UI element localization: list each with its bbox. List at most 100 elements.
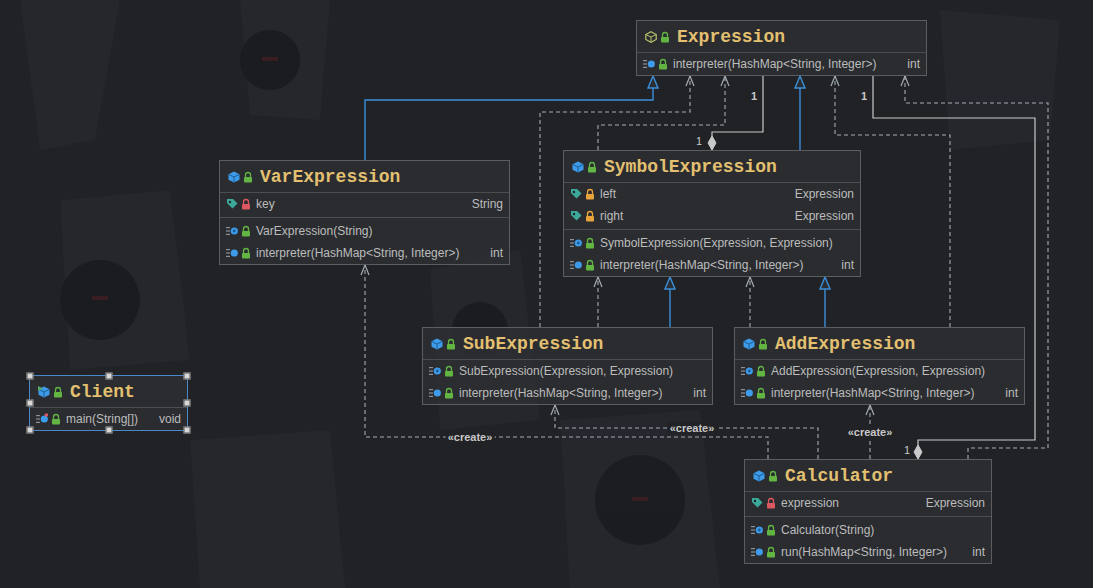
s-icon xyxy=(36,413,48,425)
class-box: Client main(String[]) void xyxy=(29,375,188,431)
section-divider xyxy=(220,217,509,218)
selection-handle xyxy=(105,373,112,380)
method-signature: interpreter(HashMap<String, Integer>) xyxy=(598,258,815,272)
class-name: SymbolExpression xyxy=(604,157,777,177)
section-divider xyxy=(745,516,991,517)
member-type: Expression xyxy=(795,187,854,201)
member-type: String xyxy=(472,197,503,211)
lock-icon xyxy=(659,31,671,43)
stereotype-label: «create» xyxy=(846,426,895,439)
c-icon xyxy=(226,225,238,237)
lock-icon xyxy=(52,386,64,398)
class-header: AddExpression xyxy=(735,328,1024,360)
lock-icon xyxy=(50,413,62,425)
f-icon xyxy=(751,497,763,509)
member-row: SubExpression(Expression, Expression) xyxy=(423,360,712,382)
method-signature: Calculator(String) xyxy=(779,523,886,537)
class-header: Expression xyxy=(637,21,926,53)
class-name: Expression xyxy=(677,27,785,47)
dependency-arrow xyxy=(598,76,725,150)
dependency-arrow xyxy=(749,277,750,327)
f-icon xyxy=(226,198,238,210)
member-row: interpreter(HashMap<String, Integer>) int xyxy=(220,242,509,264)
lock-icon xyxy=(765,524,777,536)
selection-handle xyxy=(184,400,191,407)
class-name: SubExpression xyxy=(463,334,603,354)
c-icon xyxy=(429,365,441,377)
method-signature: interpreter(HashMap<String, Integer>) xyxy=(769,386,986,400)
selection-handle xyxy=(27,400,34,407)
dependency-arrow xyxy=(365,265,768,459)
member-type: void xyxy=(159,412,181,426)
iface-icon xyxy=(645,31,657,43)
selection-handle xyxy=(184,427,191,434)
method-signature: interpreter(HashMap<String, Integer>) xyxy=(457,386,674,400)
member-row: expression Expression xyxy=(745,492,991,514)
lock-icon xyxy=(443,387,455,399)
field-name: key xyxy=(254,197,287,211)
field-name: left xyxy=(598,187,628,201)
selection-handle xyxy=(184,373,191,380)
m-icon xyxy=(751,546,763,558)
class-icon xyxy=(572,161,584,173)
lock-icon xyxy=(242,171,254,183)
class-header: SymbolExpression xyxy=(564,151,860,183)
method-signature: interpreter(HashMap<String, Integer>) xyxy=(671,57,888,71)
lock-icon xyxy=(757,338,769,350)
m-icon xyxy=(429,387,441,399)
member-type: Expression xyxy=(926,496,985,510)
realization-arrow xyxy=(799,76,800,150)
member-type: int xyxy=(972,545,985,559)
member-row: AddExpression(Expression, Expression) xyxy=(735,360,1024,382)
member-type: Expression xyxy=(795,209,854,223)
lock-icon xyxy=(584,237,596,249)
member-row: interpreter(HashMap<String, Integer>)int xyxy=(637,53,926,75)
c-icon xyxy=(570,237,582,249)
f-icon xyxy=(570,210,582,222)
method-signature: main(String[]) xyxy=(64,412,150,426)
member-row: VarExpression(String) xyxy=(220,220,509,242)
lock-icon xyxy=(755,365,767,377)
method-signature: AddExpression(Expression, Expression) xyxy=(769,364,997,378)
class-icon xyxy=(431,338,443,350)
realization-arrow xyxy=(669,277,670,327)
member-type: int xyxy=(490,246,503,260)
method-signature: run(HashMap<String, Integer>) xyxy=(779,545,959,559)
class-icon xyxy=(228,171,240,183)
selection-handle xyxy=(105,427,112,434)
lock-icon xyxy=(443,365,455,377)
class-box: Expression interpreter(HashMap<String, In… xyxy=(636,20,927,76)
lock-icon xyxy=(755,387,767,399)
lock-icon xyxy=(586,161,598,173)
selection-handle xyxy=(27,373,34,380)
field-name: expression xyxy=(779,496,851,510)
member-type: int xyxy=(841,258,854,272)
realization-arrow xyxy=(365,76,653,160)
m-icon xyxy=(570,259,582,271)
class-icon xyxy=(743,338,755,350)
member-row: left Expression xyxy=(564,183,860,205)
member-row: rightExpression xyxy=(564,205,860,227)
class-box: VarExpressionkeyStringVarExpression(Stri… xyxy=(219,160,510,265)
selection-handle xyxy=(27,427,34,434)
multiplicity-label: 1 xyxy=(904,444,910,457)
method-signature: interpreter(HashMap<String, Integer>) xyxy=(254,246,471,260)
class-box: AddExpressionAddExpression(Expression, E… xyxy=(734,327,1025,405)
lock-icon xyxy=(584,259,596,271)
composition-line xyxy=(712,76,763,150)
member-row: Calculator(String) xyxy=(745,519,991,541)
multiplicity-label: 1 xyxy=(696,135,702,148)
m-icon xyxy=(741,387,753,399)
lock-icon xyxy=(240,247,252,259)
section-divider xyxy=(564,229,860,230)
m-icon xyxy=(643,58,655,70)
lock-icon xyxy=(240,198,252,210)
multiplicity-label: 1 xyxy=(859,90,869,103)
lock-icon xyxy=(765,497,777,509)
method-signature: SubExpression(Expression, Expression) xyxy=(457,364,685,378)
lock-icon xyxy=(767,470,779,482)
class-header: Client xyxy=(30,376,187,408)
c-icon xyxy=(751,524,763,536)
member-type: int xyxy=(1005,386,1018,400)
